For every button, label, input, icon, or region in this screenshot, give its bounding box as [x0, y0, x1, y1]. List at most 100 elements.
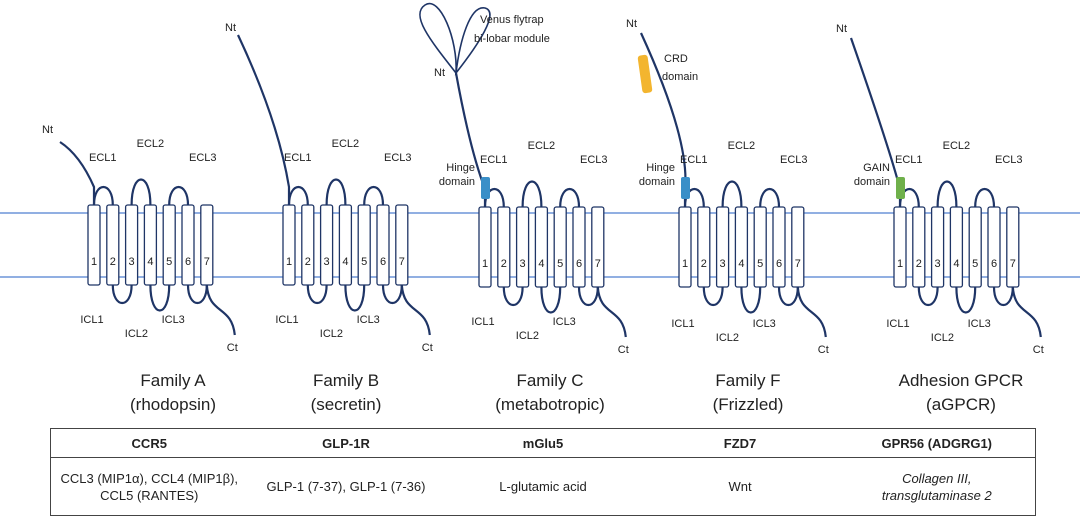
- ecl3-label: ECL3: [384, 152, 412, 164]
- extracellular-loop: [363, 186, 385, 206]
- helix-number: 4: [953, 258, 959, 270]
- family-subname: (metabotropic): [495, 395, 605, 414]
- transmembrane-helix: [124, 204, 139, 286]
- helix-number: 2: [501, 258, 507, 270]
- helix-number: 6: [380, 256, 386, 268]
- domain-label-line1: GAIN: [863, 162, 890, 174]
- receptor-row: CCR5 GLP-1R mGlu5 FZD7 GPR56 (ADGRG1): [50, 428, 1036, 458]
- receptor-cell: mGlu5: [444, 428, 642, 458]
- transmembrane-helix: [301, 204, 315, 286]
- intracellular-loop: [502, 286, 524, 306]
- family-name: Family A: [140, 371, 206, 390]
- receptor-cell: CCR5: [50, 428, 248, 458]
- family-name: Family B: [313, 371, 379, 390]
- intracellular-loop: [702, 286, 724, 306]
- transmembrane-helix: [181, 204, 195, 286]
- receptor-cell: GLP-1R: [247, 428, 445, 458]
- ligand-cell: L-glutamic acid: [444, 457, 642, 516]
- transmembrane-helix: [697, 206, 711, 288]
- extracellular-loop: [759, 188, 781, 208]
- receptor-cell: GPR56 (ADGRG1): [838, 428, 1036, 458]
- receptor-cell: FZD7: [641, 428, 839, 458]
- ligand-line: GLP-1 (7-37), GLP-1 (7-36): [266, 479, 426, 494]
- helix-number: 2: [701, 258, 707, 270]
- intracellular-loop: [992, 286, 1014, 306]
- icl3-label: ICL3: [553, 316, 576, 328]
- helix-number: 4: [538, 258, 544, 270]
- domain-label-line2: domain: [639, 176, 675, 188]
- family-name: Family C: [516, 371, 583, 390]
- c-terminus-tail: [400, 284, 431, 336]
- icl2-label: ICL2: [716, 332, 739, 344]
- helix-number: 3: [935, 258, 941, 270]
- helix-number: 1: [91, 256, 97, 268]
- helix-number: 1: [897, 258, 903, 270]
- transmembrane-helix: [930, 206, 945, 288]
- ligand-row: CCL3 (MIP1α), CCL4 (MIP1β), CCL5 (RANTES…: [50, 457, 1036, 516]
- intracellular-loop: [777, 286, 799, 306]
- intracellular-loop: [344, 284, 366, 312]
- domain-label-line2: domain: [439, 176, 475, 188]
- transmembrane-helix: [791, 206, 805, 288]
- transmembrane-helix: [715, 206, 730, 288]
- ecl3-label: ECL3: [580, 154, 608, 166]
- nt-label: Nt: [434, 67, 445, 79]
- transmembrane-helix: [497, 206, 511, 288]
- family-subname: (rhodopsin): [130, 395, 216, 414]
- transmembrane-helix: [357, 204, 371, 286]
- flytrap-label-line1: Venus flytrap: [480, 14, 544, 26]
- family-subname: (secretin): [311, 395, 382, 414]
- icl1-label: ICL1: [671, 318, 694, 330]
- ecl3-label: ECL3: [189, 152, 217, 164]
- domain-label-line1: Hinge: [646, 162, 675, 174]
- ecl1-label: ECL1: [89, 152, 117, 164]
- icl2-label: ICL2: [516, 330, 539, 342]
- ecl2-label: ECL2: [528, 140, 556, 152]
- intracellular-loop: [740, 286, 762, 314]
- nt-label: Nt: [626, 18, 637, 30]
- ct-label: Ct: [818, 344, 829, 356]
- transmembrane-helix: [753, 206, 767, 288]
- icl1-label: ICL1: [80, 314, 103, 326]
- hinge-domain-block: [681, 177, 690, 199]
- helix-number: 7: [1010, 258, 1016, 270]
- extracellular-loop: [559, 188, 581, 208]
- ligand-line: CCL3 (MIP1α), CCL4 (MIP1β),: [60, 470, 239, 486]
- intracellular-loop: [917, 286, 939, 306]
- transmembrane-helix: [678, 206, 692, 288]
- ligand-table: CCR5 GLP-1R mGlu5 FZD7 GPR56 (ADGRG1) CC…: [50, 428, 1036, 516]
- helix-number: 5: [757, 258, 763, 270]
- transmembrane-helix: [338, 204, 353, 286]
- helix-number: 1: [482, 258, 488, 270]
- ligand-line: transglutaminase 2: [881, 487, 992, 503]
- nt-label: Nt: [42, 124, 53, 136]
- extracellular-loop: [92, 186, 114, 206]
- domain-label-line1: Hinge: [446, 162, 475, 174]
- helix-number: 5: [166, 256, 172, 268]
- ligand-cell: Wnt: [641, 457, 839, 516]
- intracellular-loop: [540, 286, 562, 314]
- ligand-cell: GLP-1 (7-37), GLP-1 (7-36): [247, 457, 445, 516]
- c-terminus-tail: [796, 286, 827, 338]
- transmembrane-helix: [949, 206, 964, 288]
- intracellular-loop: [111, 284, 133, 304]
- helix-number: 3: [324, 256, 330, 268]
- intracellular-loop: [955, 286, 977, 314]
- c-terminus-tail: [205, 284, 236, 336]
- flytrap-lobe-right: [454, 7, 491, 76]
- n-terminus-tail: [59, 141, 96, 205]
- extracellular-loop: [287, 186, 309, 206]
- icl3-label: ICL3: [357, 314, 380, 326]
- extracellular-loop: [974, 188, 996, 208]
- transmembrane-helix: [478, 206, 492, 288]
- extracellular-loop: [130, 178, 152, 206]
- extracellular-loop: [325, 178, 347, 206]
- ligand-line: Wnt: [728, 479, 752, 494]
- ligand-line: L-glutamic acid: [499, 479, 587, 494]
- helix-number: 7: [204, 256, 210, 268]
- ecl3-label: ECL3: [995, 154, 1023, 166]
